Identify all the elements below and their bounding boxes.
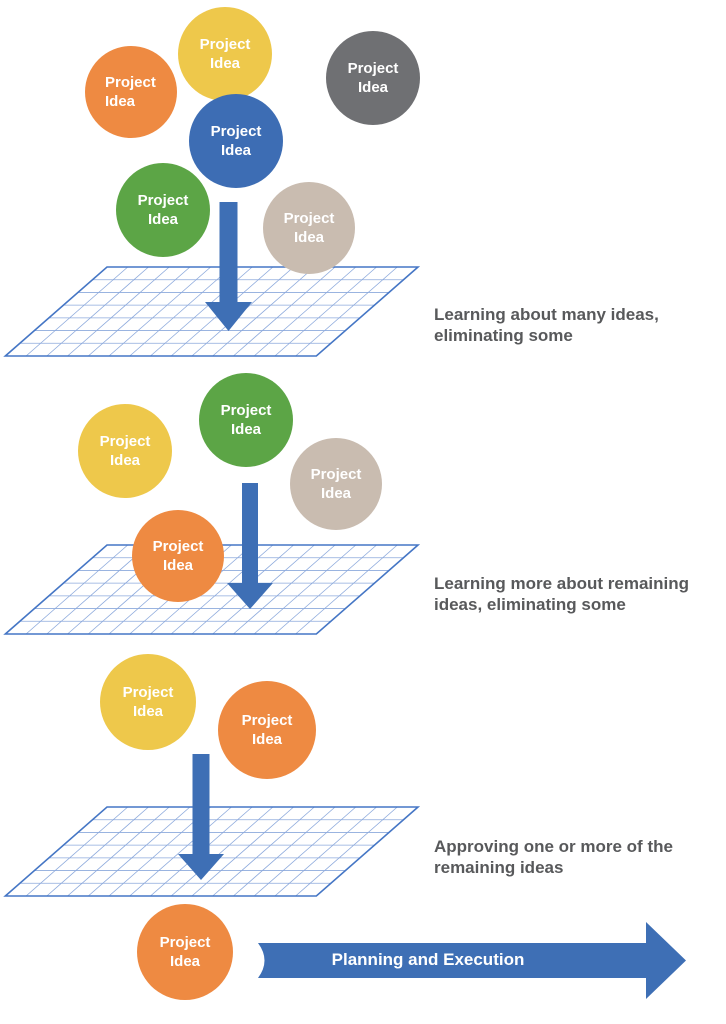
stage-caption-1: Learning about many ideas, eliminating s… xyxy=(434,304,714,346)
bubble-label-line: Project xyxy=(152,538,204,555)
caption-line: Learning more about remaining xyxy=(434,574,690,593)
caption-line: remaining ideas xyxy=(434,858,564,877)
bubble-label-line: Idea xyxy=(230,421,261,438)
down-arrow-1 xyxy=(204,202,252,331)
stage-caption-2: Learning more about remaining ideas, eli… xyxy=(434,573,714,615)
bubble-label-line: Project xyxy=(210,123,262,140)
bubble-label-line: Project xyxy=(220,402,272,419)
bubble-label-line: Project xyxy=(159,934,211,951)
bubble-label-line: Project xyxy=(199,36,251,53)
bubble-label-line: Idea xyxy=(147,211,178,228)
down-arrow-3 xyxy=(178,754,224,880)
planning-execution-arrow xyxy=(258,922,686,999)
bubble-label-line: Idea xyxy=(209,55,240,72)
bubble-label-line: Project xyxy=(310,466,362,483)
planning-execution-label: Planning and Execution xyxy=(331,950,525,969)
caption-line: Approving one or more of the xyxy=(434,837,673,856)
bubble-label-line: Project xyxy=(105,74,156,91)
bubble-label-line: Idea xyxy=(162,557,193,574)
bubble-label-line: Idea xyxy=(293,229,324,246)
bubble-label-line: Project xyxy=(137,192,189,209)
bubble-label-line: Idea xyxy=(169,953,200,970)
bubble-label-line: Project xyxy=(283,210,335,227)
caption-line: eliminating some xyxy=(434,326,573,345)
bubble-label-line: Idea xyxy=(251,731,282,748)
down-arrow-2 xyxy=(227,483,273,609)
bubble-label-line: Project xyxy=(99,433,151,450)
bubble-label-line: Idea xyxy=(109,452,140,469)
caption-line: ideas, eliminating some xyxy=(434,595,626,614)
bubble-label-line: Project xyxy=(122,684,174,701)
bubble-label-line: Project xyxy=(241,712,293,729)
stage-caption-3: Approving one or more of the remaining i… xyxy=(434,836,714,878)
bubble-label-line: Idea xyxy=(132,703,163,720)
caption-line: Learning about many ideas, xyxy=(434,305,659,324)
bubble-label-line: Idea xyxy=(320,485,351,502)
bubble-label-line: Project xyxy=(347,60,399,77)
bubble-label-line: Idea xyxy=(357,79,388,96)
bubble-label-line: Idea xyxy=(220,142,251,159)
bubble-label-line: Idea xyxy=(105,93,136,110)
